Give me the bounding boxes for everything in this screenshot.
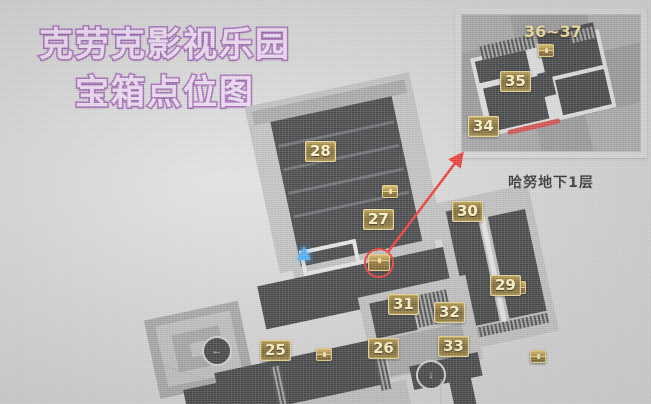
inset-map-plate: 36~37 35 34 bbox=[461, 14, 641, 152]
inset-marker-36-37[interactable]: 36~37 bbox=[524, 22, 582, 41]
map-marker-30[interactable]: 30 bbox=[452, 201, 483, 222]
highlight-circle bbox=[364, 248, 394, 278]
chest-icon[interactable] bbox=[315, 347, 333, 361]
inset-marker-34[interactable]: 34 bbox=[468, 116, 499, 137]
map-marker-25[interactable]: 25 bbox=[260, 340, 291, 361]
chest-icon[interactable] bbox=[529, 349, 547, 363]
map-exit-node-bottom[interactable]: ↓ bbox=[416, 360, 446, 390]
inset-caption: 哈努地下1层 bbox=[508, 175, 594, 191]
main-map[interactable]: ← ↓ 28 27 30 29 31 32 33 26 25 bbox=[143, 72, 570, 404]
player-position-marker bbox=[297, 246, 311, 260]
map-marker-33[interactable]: 33 bbox=[438, 336, 469, 357]
map-marker-27[interactable]: 27 bbox=[363, 209, 394, 230]
chest-icon[interactable] bbox=[381, 184, 399, 198]
title-line-2: 宝箱点位图 bbox=[73, 72, 255, 114]
map-marker-26[interactable]: 26 bbox=[368, 338, 399, 359]
map-route-dotted bbox=[440, 379, 442, 404]
inset-map-panel[interactable]: 36~37 35 34 bbox=[455, 8, 647, 158]
map-marker-31[interactable]: 31 bbox=[388, 294, 419, 315]
inset-marker-35[interactable]: 35 bbox=[500, 71, 531, 92]
map-marker-32[interactable]: 32 bbox=[434, 302, 465, 323]
map-exit-node-left[interactable]: ← bbox=[202, 336, 232, 366]
title-line-1: 克劳克影视乐园 bbox=[37, 24, 291, 65]
map-marker-28[interactable]: 28 bbox=[305, 141, 336, 162]
page-title: 克劳克影视乐园 宝箱点位图 bbox=[0, 24, 330, 114]
chest-icon[interactable] bbox=[537, 43, 555, 57]
map-marker-29[interactable]: 29 bbox=[490, 275, 521, 296]
